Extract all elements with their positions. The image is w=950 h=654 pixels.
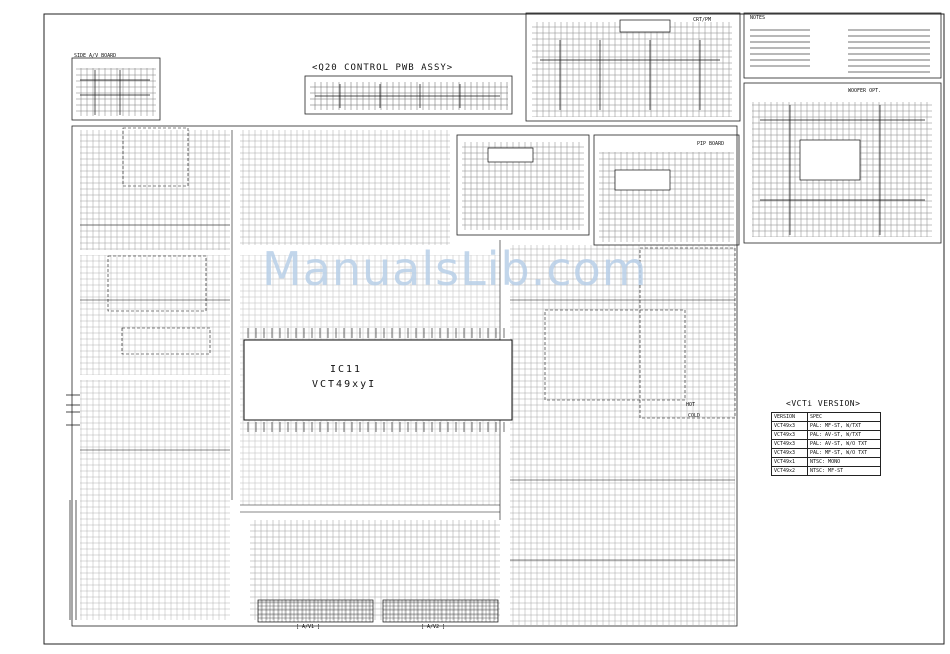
side-av-board [71, 57, 161, 121]
ic-name: IC11 [330, 364, 363, 375]
drawing-frame [43, 13, 945, 645]
watermark: ManualsLib.com [262, 242, 648, 296]
version-table-title: <VCTi VERSION> [786, 399, 861, 408]
notes-box [743, 12, 942, 79]
table-cell: PAL: AV-ST, W/TXT [807, 430, 881, 440]
table-cell: VCT49x1 [771, 457, 808, 467]
table-cell: VCT49x3 [771, 439, 808, 449]
notes-title: NOTES [750, 15, 766, 21]
table-row: VCT49x3 PAL: MF-ST, W/TXT [771, 421, 881, 431]
table-row: VCT49x3 PAL: MF-ST, W/O TXT [771, 448, 881, 458]
side-av-board-label: SIDE A/V BOARD [74, 53, 117, 59]
table-row: VCT49x3 PAL: AV-ST, W/O TXT [771, 439, 881, 449]
crt-pwb [525, 12, 741, 122]
av-jack-2 [382, 599, 499, 623]
table-row: VCT49x2 NTSC: MF-ST [771, 466, 881, 476]
woofer-label: WOOFER OPT. [848, 88, 882, 94]
ic-part-number: VCT49xyI [312, 379, 377, 390]
woofer-option [743, 82, 942, 244]
table-cell: NTSC: MONO [807, 457, 881, 467]
version-table: VERSION SPEC VCT49x3 PAL: MF-ST, W/TXT V… [771, 412, 881, 476]
table-cell: VCT49x3 [771, 448, 808, 458]
main-board-frame [71, 125, 738, 627]
jack-2-label: [ A/V2 ] [421, 624, 446, 630]
table-cell: PAL: AV-ST, W/O TXT [807, 439, 881, 449]
left-edge-connectors [66, 394, 80, 620]
crt-pwb-label: CRT/PM [693, 17, 712, 23]
pip-board-label: PIP BOARD [697, 141, 725, 147]
tuner-board [456, 134, 590, 236]
main-ic-ic11 [243, 328, 513, 432]
table-cell: VCT49x3 [771, 421, 808, 431]
table-cell: NTSC: MF-ST [807, 466, 881, 476]
table-cell: PAL: MF-ST, W/TXT [807, 421, 881, 431]
table-cell: VCT49x2 [771, 466, 808, 476]
q20-control-label: <Q20 CONTROL PWB ASSY> [312, 63, 454, 73]
cold-label: COLD [688, 413, 701, 419]
table-cell: PAL: MF-ST, W/O TXT [807, 448, 881, 458]
header-version: VERSION [771, 412, 808, 422]
table-row: VCT49x1 NTSC: MONO [771, 457, 881, 467]
table-row: VCT49x3 PAL: AV-ST, W/TXT [771, 430, 881, 440]
jack-1-label: [ A/V1 ] [296, 624, 321, 630]
q20-control-pwb [304, 75, 513, 115]
hot-label: HOT [686, 402, 696, 408]
table-header-row: VERSION SPEC [771, 412, 881, 422]
av-jack-1 [257, 599, 374, 623]
table-cell: VCT49x3 [771, 430, 808, 440]
header-spec: SPEC [807, 412, 881, 422]
pip-board [593, 134, 740, 246]
main-board-wiring [80, 127, 736, 625]
